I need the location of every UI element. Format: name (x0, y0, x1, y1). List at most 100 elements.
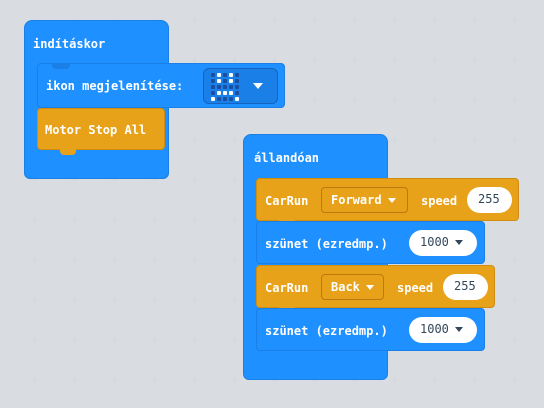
grid-plus-mark (191, 177, 198, 184)
grid-plus-mark (351, 17, 358, 24)
grid-plus-mark (151, 337, 158, 344)
pause-label: szünet (ezredmp.) (265, 324, 388, 338)
led-cell (235, 73, 239, 77)
speed-label: speed (421, 194, 458, 208)
led-cell (229, 97, 233, 101)
grid-plus-mark (191, 377, 198, 384)
grid-plus-mark (471, 377, 478, 384)
grid-plus-mark (391, 57, 398, 64)
grid-plus-mark (511, 57, 518, 64)
grid-plus-mark (111, 177, 118, 184)
icon-picker[interactable] (203, 68, 278, 104)
grid-plus-mark (111, 257, 118, 264)
grid-plus-mark (351, 377, 358, 384)
grid-plus-mark (71, 377, 78, 384)
led-cell (217, 97, 221, 101)
sad-face-icon (211, 73, 239, 101)
grid-plus-mark (151, 257, 158, 264)
led-cell (229, 91, 233, 95)
pause-block[interactable]: szünet (ezredmp.) 1000 (256, 308, 485, 351)
grid-plus-mark (471, 97, 478, 104)
grid-plus-mark (271, 17, 278, 24)
pause-label: szünet (ezredmp.) (265, 237, 388, 251)
grid-plus-mark (191, 17, 198, 24)
led-cell (235, 85, 239, 89)
grid-plus-mark (151, 297, 158, 304)
led-cell (223, 91, 227, 95)
led-cell (235, 91, 239, 95)
pause-value: 1000 (420, 235, 449, 249)
grid-plus-mark (511, 377, 518, 384)
speed-value: 255 (454, 279, 476, 293)
speed-input[interactable]: 255 (443, 274, 488, 300)
led-cell (217, 85, 221, 89)
grid-plus-mark (511, 257, 518, 264)
grid-plus-mark (231, 297, 238, 304)
show-icon-block[interactable]: ikon megjelenítése: (37, 63, 285, 108)
grid-plus-mark (511, 337, 518, 344)
grid-plus-mark (71, 337, 78, 344)
grid-plus-mark (431, 377, 438, 384)
grid-plus-mark (191, 337, 198, 344)
grid-plus-mark (431, 97, 438, 104)
pause-duration-dropdown[interactable]: 1000 (409, 230, 477, 256)
pause-value: 1000 (420, 322, 449, 336)
led-cell (217, 73, 221, 77)
led-cell (235, 97, 239, 101)
grid-plus-mark (111, 377, 118, 384)
grid-plus-mark (31, 377, 38, 384)
show-icon-notch (52, 63, 70, 69)
led-cell (229, 73, 233, 77)
led-cell (223, 85, 227, 89)
grid-plus-mark (31, 217, 38, 224)
grid-plus-mark (71, 257, 78, 264)
grid-plus-mark (231, 377, 238, 384)
grid-plus-mark (31, 337, 38, 344)
grid-plus-mark (271, 377, 278, 384)
speed-value: 255 (478, 192, 500, 206)
direction-dropdown[interactable]: Back (321, 274, 384, 300)
chevron-down-icon (253, 83, 263, 89)
grid-plus-mark (111, 337, 118, 344)
grid-plus-mark (231, 137, 238, 144)
led-cell (211, 85, 215, 89)
grid-plus-mark (311, 377, 318, 384)
grid-plus-mark (31, 177, 38, 184)
grid-plus-mark (271, 57, 278, 64)
grid-plus-mark (391, 17, 398, 24)
grid-plus-mark (471, 137, 478, 144)
led-cell (235, 79, 239, 83)
grid-plus-mark (111, 297, 118, 304)
direction-dropdown[interactable]: Forward (321, 187, 408, 213)
chevron-down-icon (454, 327, 463, 332)
motor-stop-all-label: Motor Stop All (45, 123, 147, 137)
grid-plus-mark (431, 17, 438, 24)
motor-stop-all-block[interactable]: Motor Stop All (37, 108, 165, 155)
grid-plus-mark (511, 17, 518, 24)
grid-plus-mark (391, 97, 398, 104)
grid-plus-mark (71, 297, 78, 304)
pause-block[interactable]: szünet (ezredmp.) 1000 (256, 221, 485, 264)
led-cell (217, 91, 221, 95)
grid-plus-mark (71, 217, 78, 224)
speed-input[interactable]: 255 (467, 187, 512, 213)
grid-plus-mark (351, 97, 358, 104)
grid-plus-mark (191, 297, 198, 304)
grid-plus-mark (31, 257, 38, 264)
grid-plus-mark (311, 17, 318, 24)
grid-plus-mark (231, 337, 238, 344)
grid-plus-mark (71, 177, 78, 184)
grid-plus-mark (151, 177, 158, 184)
carrun-forward-block[interactable]: CarRun Forward speed 255 (256, 178, 519, 226)
led-cell (229, 85, 233, 89)
chevron-down-icon (365, 285, 374, 290)
forever-title: állandóan (254, 151, 320, 165)
grid-plus-mark (191, 57, 198, 64)
carrun-back-block[interactable]: CarRun Back speed 255 (256, 265, 495, 313)
grid-plus-mark (391, 377, 398, 384)
chevron-down-icon (454, 240, 463, 245)
direction-value: Back (331, 280, 360, 294)
direction-value: Forward (331, 193, 382, 207)
pause-duration-dropdown[interactable]: 1000 (409, 317, 477, 343)
